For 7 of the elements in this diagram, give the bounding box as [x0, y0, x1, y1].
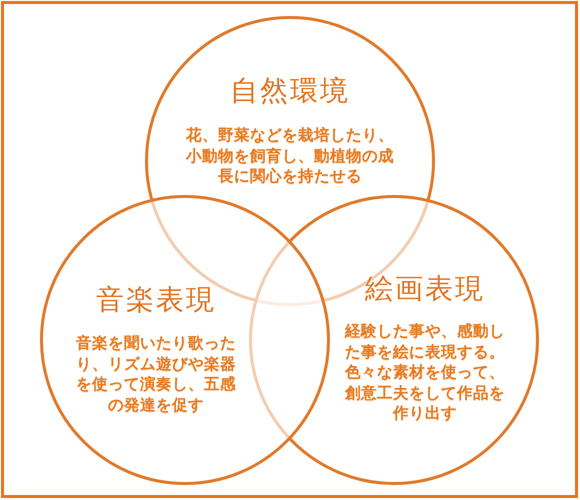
circle-description: 花、野菜などを栽培したり、小動物を飼育し、動植物の成長に関心を持たせる — [184, 125, 395, 186]
circle-description: 経験した事や、感動した事を絵に表現する。色々な素材を使って、創意工夫をして作品を作り出す — [344, 321, 506, 424]
circle-description: 音楽を聞いたり歌ったり、リズム遊びや楽器を使って演奏し、五感の発達を促す — [75, 333, 237, 415]
venn-circle — [40, 195, 330, 485]
circle-title: 絵画表現 — [365, 272, 485, 306]
circle-title: 音楽表現 — [96, 283, 216, 317]
circle-title: 自然環境 — [230, 74, 350, 108]
